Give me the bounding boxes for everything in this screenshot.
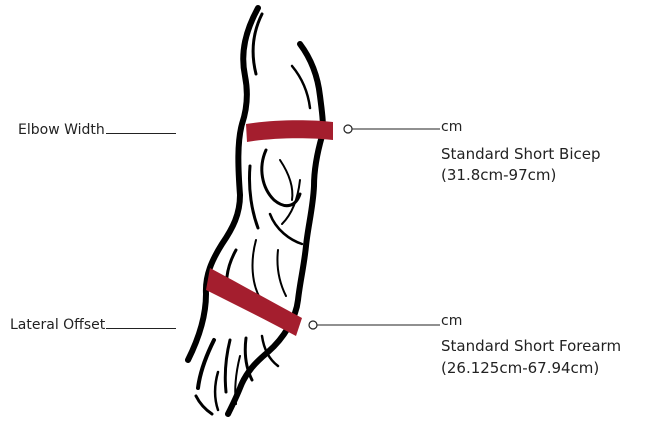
bicep-unit: cm [441,119,462,136]
forearm-unit: cm [441,313,462,330]
lateral-offset-text: Lateral Offset [10,317,105,333]
forearm-size-range: (26.125cm-67.94cm) [441,360,599,377]
elbow-width-blank[interactable] [106,120,176,134]
forearm-connector [309,321,440,329]
lateral-offset-label: Lateral Offset [10,315,176,334]
elbow-width-label: Elbow Width [18,120,176,139]
lateral-offset-blank[interactable] [106,315,176,329]
bicep-size-range: (31.8cm-97cm) [441,167,556,184]
arm-outline [188,8,323,414]
bicep-band [246,120,333,142]
elbow-width-text: Elbow Width [18,122,105,138]
bicep-size-name: Standard Short Bicep [441,146,601,163]
bicep-connector [344,125,440,133]
forearm-size-name: Standard Short Forearm [441,338,621,355]
